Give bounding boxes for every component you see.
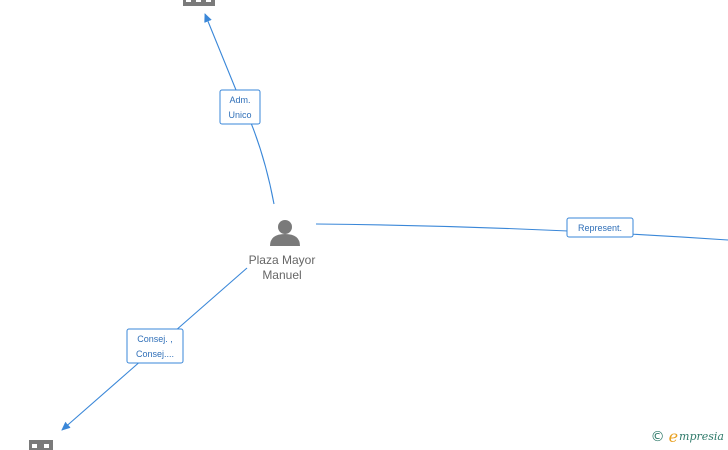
brand-logo-text: mpresia [679,430,724,443]
edge-label-adm-unico[interactable]: Adm. Unico [219,89,261,125]
edge-label-line2: Unico [228,110,251,120]
edge-label-line1: Represent. [578,223,622,233]
person-name-line1[interactable]: Plaza Mayor [249,253,316,267]
building-icon[interactable] [29,440,53,450]
person-icon[interactable] [270,220,300,246]
edge-represent [315,223,728,241]
edge-label-consej[interactable]: Consej. , Consej.... [126,328,184,364]
person-name-line2[interactable]: Manuel [262,268,301,282]
copyright-icon: © [650,428,665,445]
brand-logo-initial: e [668,427,679,446]
edge-label-line1: Consej. , [137,334,173,344]
edge-label-line1: Adm. [229,95,250,105]
brand-watermark: © e mpresia [651,427,724,446]
edge-label-line2: Consej.... [136,349,174,359]
building-icon[interactable] [183,0,215,6]
edge-label-represent[interactable]: Represent. [566,217,634,238]
